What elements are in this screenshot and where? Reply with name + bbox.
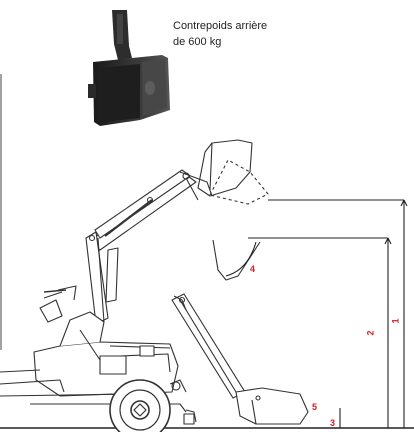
- dimension-label-5: 5: [312, 402, 318, 412]
- counterweight-caption: Contrepoids arrière de 600 kg: [173, 18, 267, 50]
- dimension-label-2: 2: [365, 330, 376, 336]
- caption-line-1: Contrepoids arrière: [173, 20, 268, 32]
- dimension-label-3: 3: [330, 418, 336, 428]
- dimension-label-1: 1: [390, 318, 401, 324]
- caption-line-2: de 600 kg: [173, 36, 222, 48]
- dimension-label-4: 4: [250, 264, 256, 274]
